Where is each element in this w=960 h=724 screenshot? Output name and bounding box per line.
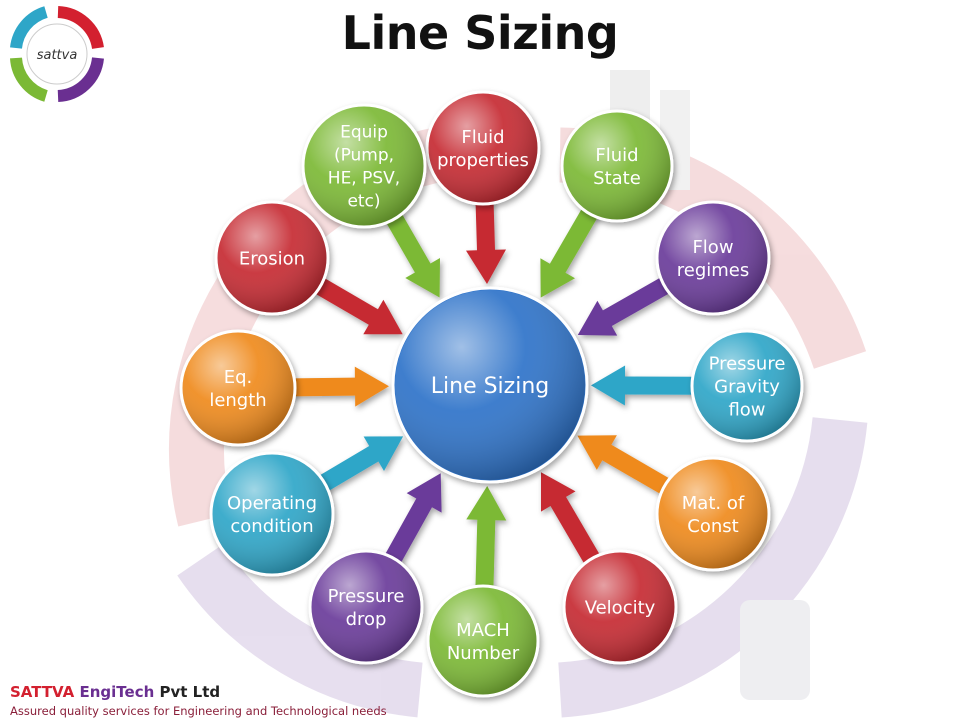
arrow-eq-length (290, 366, 389, 407)
svg-text:sattva: sattva (37, 48, 78, 63)
arrow-velocity (541, 472, 602, 567)
node-shine (693, 332, 801, 440)
company-name-part3: Pvt Ltd (154, 683, 221, 701)
node-label: regimes (677, 260, 750, 281)
arrow-fluid-properties (466, 199, 506, 284)
node-label: Velocity (585, 598, 656, 619)
sattva-logo: sattva (10, 6, 104, 102)
node-label: Equip (340, 123, 388, 143)
node-label: Operating (227, 493, 317, 514)
company-name: SATTVA EngiTech Pvt Ltd (10, 683, 220, 701)
node-label: Gravity (714, 377, 780, 398)
node-shine (311, 552, 421, 662)
company-name-part2: EngiTech (79, 683, 155, 701)
arrow-operating-condition (316, 436, 404, 493)
node-shine (428, 93, 538, 203)
node-label: Mat. of (682, 493, 745, 514)
center-node: Line Sizing (391, 286, 589, 484)
node-label: Pressure (709, 354, 786, 375)
arrow-mat-of-const (577, 435, 673, 496)
node-shine (563, 112, 671, 220)
node-label: condition (230, 516, 313, 537)
node-label: HE, PSV, (328, 169, 400, 189)
node-label: drop (346, 609, 387, 630)
node-shine (429, 587, 537, 695)
node-shine (658, 203, 768, 313)
company-name-part1: SATTVA (10, 683, 80, 701)
node-eq-length: Eq.length (179, 329, 297, 447)
node-velocity: Velocity (562, 549, 678, 665)
node-label: properties (437, 150, 529, 171)
node-shine (565, 552, 675, 662)
node-label: Eq. (224, 367, 253, 388)
node-shine (212, 454, 332, 574)
node-label: Fluid (461, 127, 504, 148)
node-shine (304, 106, 424, 226)
node-label: Flow (692, 237, 733, 258)
page-title: Line Sizing (341, 6, 619, 60)
arrow-fluid-state (540, 205, 600, 298)
arrow-mach-number (466, 486, 507, 591)
node-label: flow (728, 400, 765, 421)
arrow-pressure-drop (383, 473, 442, 566)
arrow-erosion (312, 276, 403, 335)
arrow-pressure-gravity-flow (591, 365, 696, 406)
node-shine (658, 459, 768, 569)
node-shine (217, 203, 327, 313)
node-label: etc) (347, 192, 380, 212)
center-shine (395, 290, 585, 480)
center-label: Line Sizing (431, 374, 550, 399)
node-label: Number (447, 643, 520, 664)
arrow-flow-regimes (577, 275, 673, 336)
arrow-equip (384, 210, 440, 298)
node-label: Const (687, 516, 738, 537)
company-tagline: Assured quality services for Engineering… (10, 704, 387, 718)
node-shine (182, 332, 294, 444)
node-label: State (593, 168, 641, 189)
node-label: MACH (456, 620, 510, 641)
node-label: Erosion (239, 249, 305, 270)
node-equip: Equip (Pump, HE, PSV, etc) (301, 103, 427, 229)
node-label: Fluid (595, 145, 638, 166)
node-label: length (209, 390, 266, 411)
node-erosion: Erosion (214, 200, 330, 316)
node-label: Pressure (328, 586, 405, 607)
node-label: (Pump, (334, 146, 394, 166)
